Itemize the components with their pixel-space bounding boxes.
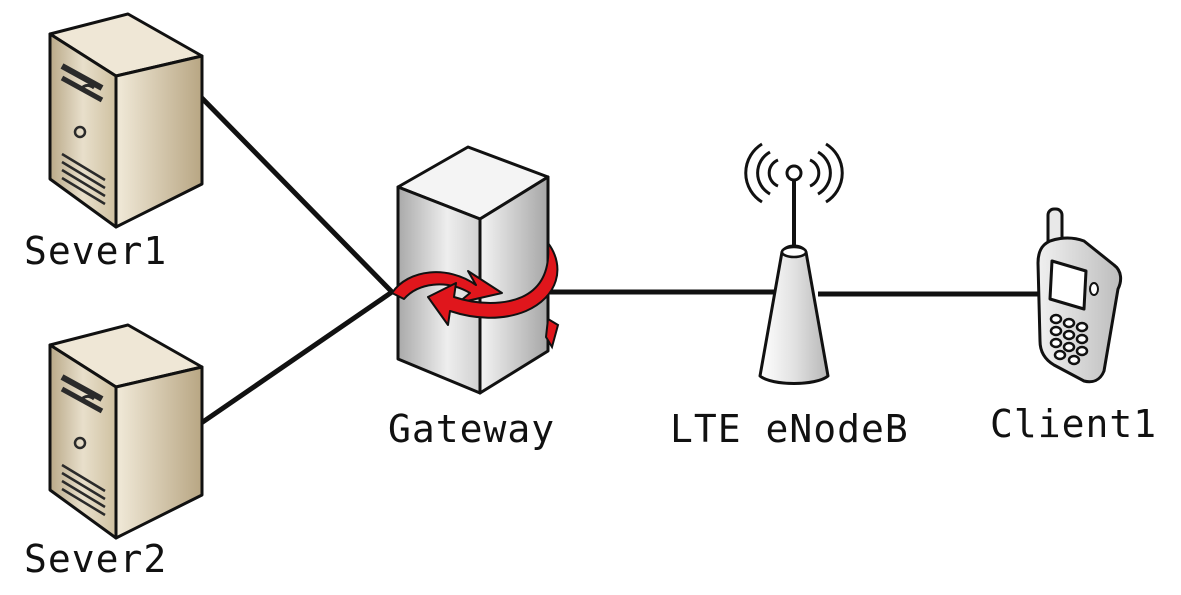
server-tower-icon	[50, 325, 202, 538]
link-server2-gateway	[192, 289, 394, 431]
links	[192, 88, 1040, 431]
antenna-icon	[744, 142, 844, 385]
server-tower-icon	[50, 14, 202, 227]
client1-label: Client1	[990, 402, 1158, 446]
mobile-phone-icon	[1036, 207, 1123, 384]
server2-label: Sever2	[24, 537, 168, 581]
gateway-label: Gateway	[388, 407, 556, 451]
enodeb-label: LTE eNodeB	[670, 407, 909, 451]
swirl-arrow-icon	[391, 242, 560, 350]
gateway-tower-icon	[391, 145, 560, 395]
link-server1-gateway	[192, 88, 394, 294]
server1-label: Sever1	[24, 229, 168, 273]
